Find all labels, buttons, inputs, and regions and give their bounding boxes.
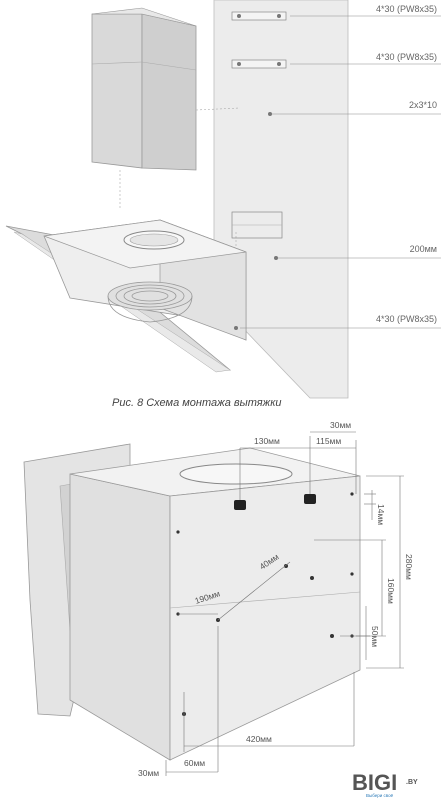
dim-30-top: 30мм [330, 420, 351, 430]
bottom-figure: 130мм 115мм 30мм 14мм 280мм 160мм 50мм 4… [23, 420, 414, 778]
figure-caption: Рис. 8 Схема монтажа вытяжки [112, 397, 282, 409]
bigi-logo: BIGI .BY Выбери своё [352, 770, 418, 798]
dim-14: 14мм [376, 504, 386, 525]
dim-160: 160мм [386, 578, 396, 604]
motor-housing [107, 281, 193, 323]
mounting-slot-left [234, 500, 246, 510]
hood-front-panel [169, 475, 361, 761]
dim-420: 420мм [246, 734, 272, 744]
logo-tagline: Выбери своё [366, 793, 394, 798]
mounting-slot-right [304, 494, 316, 504]
chimney-cover [91, 7, 197, 171]
hood-side-panel [69, 473, 171, 761]
callout-screw-bottom: 4*30 (PW8x35) [376, 314, 437, 324]
screw-holes [176, 492, 354, 716]
hood-body [5, 219, 247, 373]
callout-height-200: 200мм [410, 244, 437, 254]
dim-115: 115мм [316, 436, 341, 446]
dim-60: 60мм [184, 758, 205, 768]
dim-280: 280мм [404, 554, 414, 580]
logo-suffix: .BY [406, 779, 418, 786]
top-figure: 4*30 (PW8x35) 4*30 (PW8x35) 2x3*10 200мм… [5, 0, 441, 409]
callout-screw-small: 2x3*10 [409, 100, 437, 110]
mounting-bracket-top-2 [231, 59, 287, 69]
callout-screw-top-1: 4*30 (PW8x35) [376, 4, 437, 14]
mounting-bracket-lower [231, 211, 283, 260]
dim-30-bottom: 30мм [138, 768, 159, 778]
dim-50: 50мм [370, 626, 380, 647]
logo-text: BIGI [352, 770, 397, 795]
callout-screw-top-2: 4*30 (PW8x35) [376, 52, 437, 62]
mounting-bracket-top-1 [231, 11, 287, 21]
dim-130: 130мм [254, 436, 280, 446]
